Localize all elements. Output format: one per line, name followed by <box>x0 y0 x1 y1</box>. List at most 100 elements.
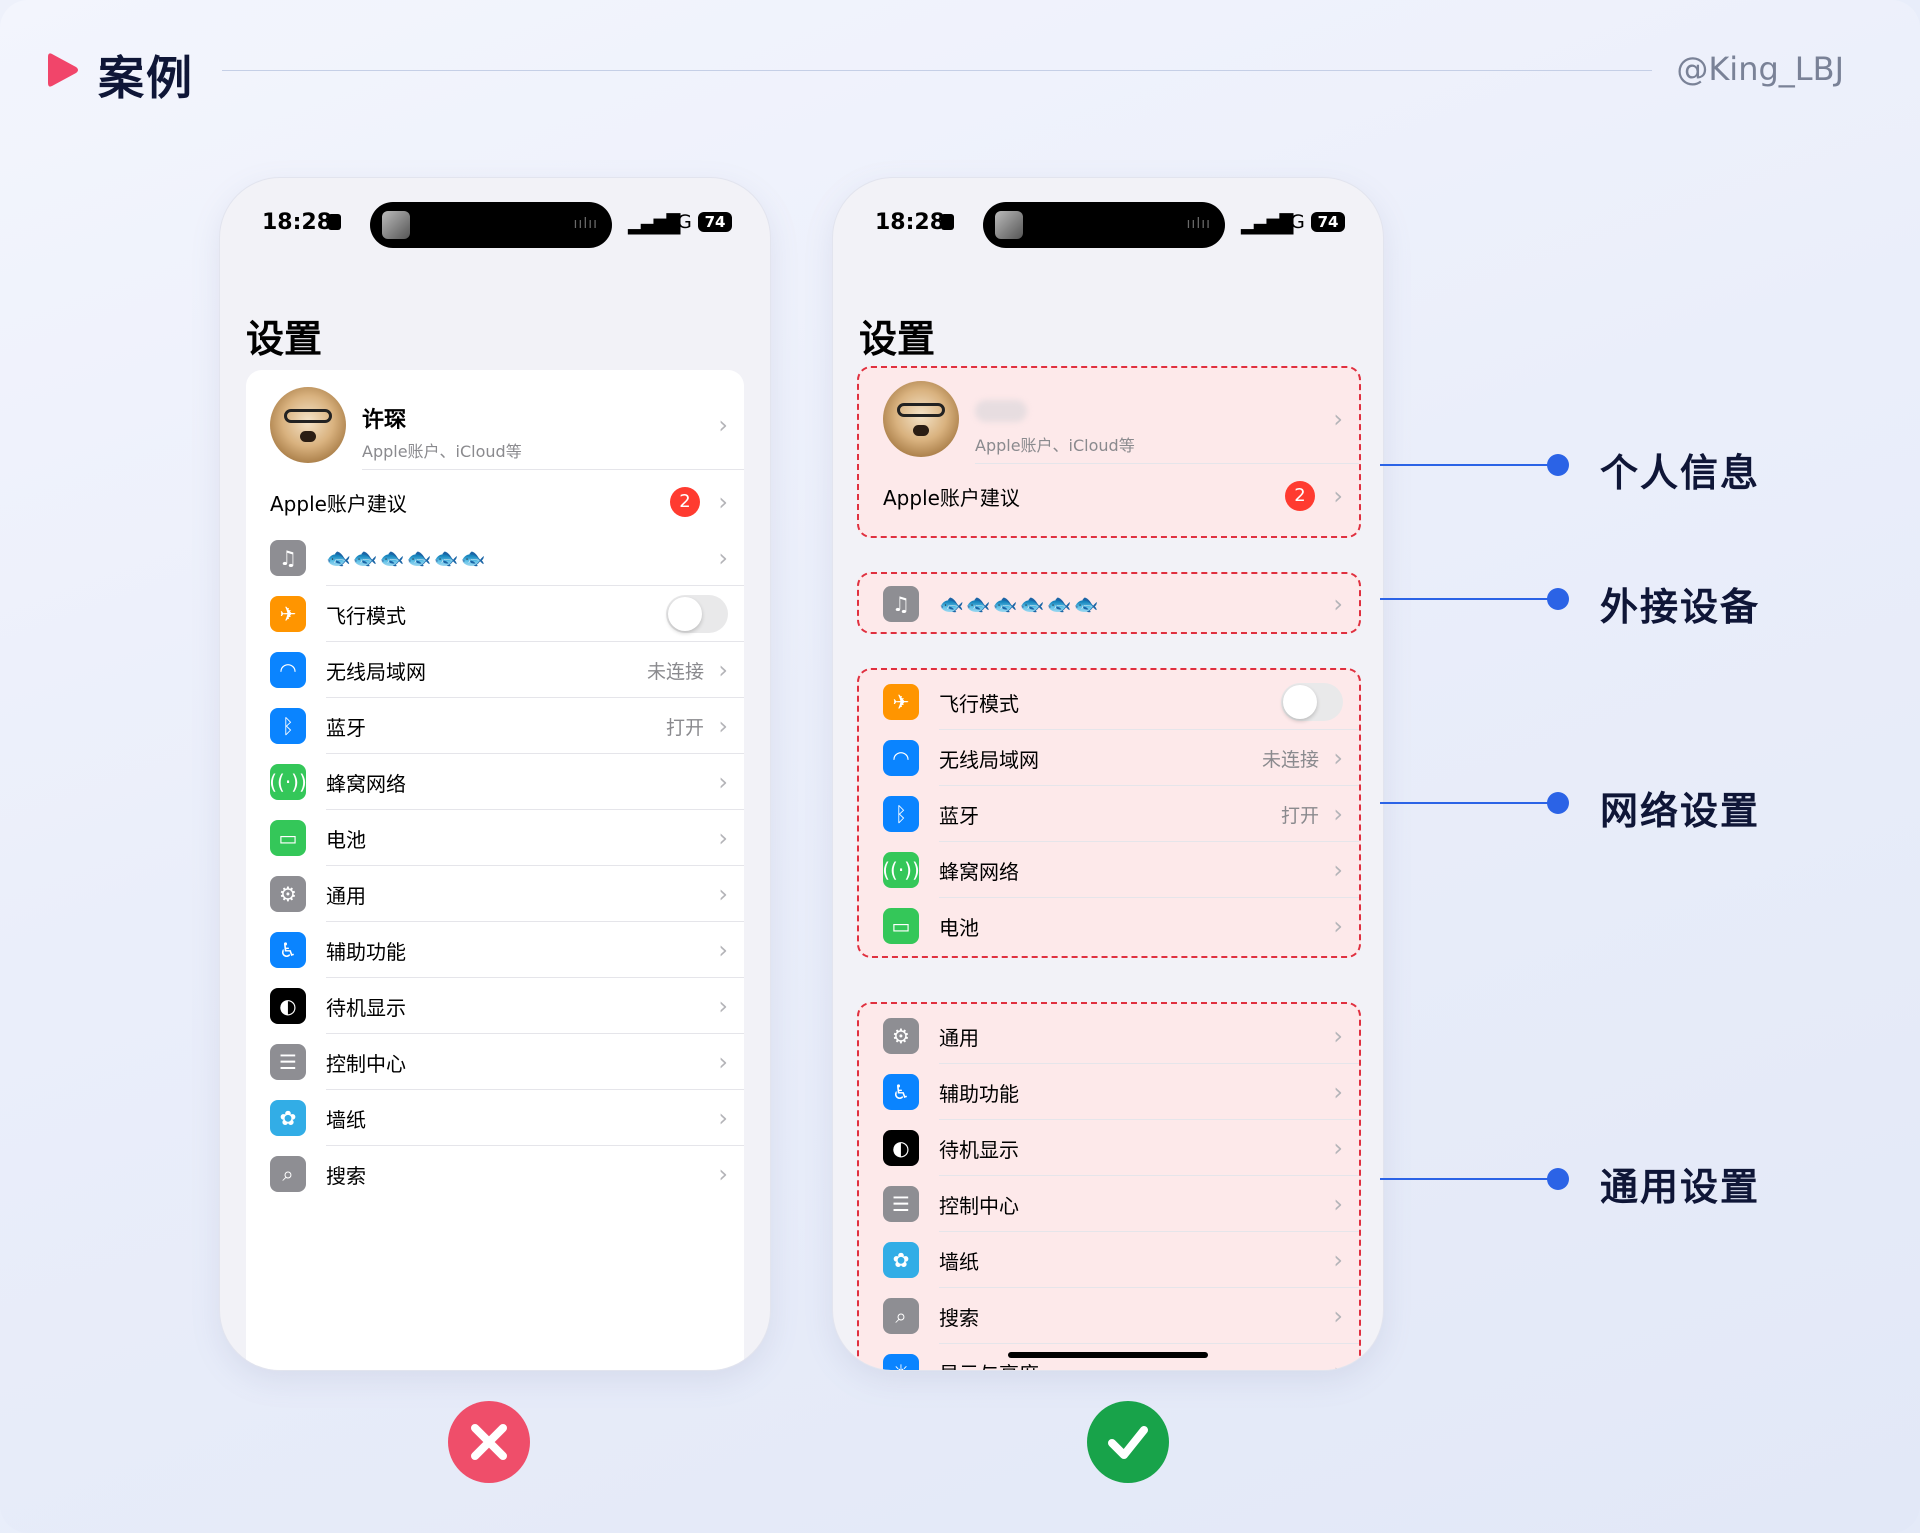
row-label: 搜索 <box>939 1305 979 1330</box>
settings-list: 许琛 Apple账户、iCloud等 › Apple账户建议 2 › ♫ 🐟🐟🐟… <box>246 370 744 1370</box>
row-value: 打开 <box>1280 804 1319 827</box>
annotation-dot <box>1547 588 1569 610</box>
settings-row[interactable]: ✈飞行模式 <box>246 586 744 642</box>
row-label: 蓝牙 <box>326 715 366 740</box>
profile-row[interactable]: Apple账户、iCloud等 › <box>859 374 1359 464</box>
row-label: 控制中心 <box>939 1193 1019 1218</box>
settings-row[interactable]: ⌕搜索› <box>859 1288 1359 1344</box>
airplane-mode-toggle[interactable] <box>1281 683 1343 721</box>
settings-row[interactable]: ✿墙纸› <box>859 1232 1359 1288</box>
settings-row[interactable]: ◠无线局域网未连接› <box>246 642 744 698</box>
apple-suggestions-row[interactable]: Apple账户建议 2 › <box>246 474 744 530</box>
row-label: 墙纸 <box>326 1107 366 1132</box>
row-label: 辅助功能 <box>326 939 406 964</box>
correct-check-icon <box>1087 1401 1169 1483</box>
row-label: 通用 <box>939 1025 979 1050</box>
airplane-mode-toggle[interactable] <box>666 595 728 633</box>
network-type: 5G <box>1278 211 1305 233</box>
blurred-profile-name <box>975 400 1027 422</box>
waveform-icon: ıılıı <box>573 216 598 232</box>
wallpaper-icon: ✿ <box>270 1100 306 1136</box>
battery-indicator: 74 <box>698 212 732 232</box>
annotation-network-settings: 网络设置 <box>1600 789 1761 833</box>
row-label: 电池 <box>326 827 366 852</box>
settings-row[interactable]: ✿墙纸› <box>246 1090 744 1146</box>
settings-row[interactable]: ◐待机显示› <box>246 978 744 1034</box>
wifi-icon: ◠ <box>883 740 919 776</box>
row-value: 打开 <box>665 716 704 739</box>
group-general-settings: ⚙通用›♿辅助功能›◐待机显示›☰控制中心›✿墙纸›⌕搜索›☼显示与亮度› <box>857 1002 1361 1370</box>
row-label: 待机显示 <box>939 1137 1019 1162</box>
device-name: 🐟🐟🐟🐟🐟🐟 <box>326 546 488 570</box>
airplane-icon: ✈ <box>883 684 919 720</box>
settings-row[interactable]: ♿辅助功能› <box>859 1064 1359 1120</box>
airpods-icon: ♫ <box>270 540 306 576</box>
profile-row[interactable]: 许琛 Apple账户、iCloud等 › <box>246 380 744 470</box>
standby-icon: ◐ <box>270 988 306 1024</box>
dynamic-island[interactable]: ıılıı <box>983 202 1225 248</box>
chevron-right-icon: › <box>1333 912 1343 940</box>
settings-row[interactable]: ▭电池› <box>859 898 1359 954</box>
row-label: 蜂窝网络 <box>326 771 406 796</box>
avatar <box>883 381 959 457</box>
wifi-icon: ◠ <box>270 652 306 688</box>
device-row[interactable]: ♫ 🐟🐟🐟🐟🐟🐟 › <box>859 576 1359 632</box>
annotation-dot <box>1547 454 1569 476</box>
notification-badge: 2 <box>670 487 700 517</box>
settings-row[interactable]: ⚙ 通用 › <box>859 1008 1359 1064</box>
airpods-icon: ♫ <box>883 586 919 622</box>
media-thumbnail <box>995 211 1023 239</box>
bluetooth-icon: ᛒ <box>883 796 919 832</box>
settings-row[interactable]: ((·))蜂窝网络› <box>246 754 744 810</box>
annotation-connector <box>1380 464 1560 466</box>
annotation-connector <box>1380 598 1560 600</box>
chevron-right-icon: › <box>1333 1022 1343 1050</box>
airplane-icon: ✈ <box>270 596 306 632</box>
row-label: 飞行模式 <box>939 691 1019 716</box>
group-personal-info: Apple账户、iCloud等 › Apple账户建议 2 › <box>857 366 1361 538</box>
settings-row[interactable]: ◐待机显示› <box>859 1120 1359 1176</box>
battery-indicator: 74 <box>1311 212 1345 232</box>
gear-icon: ⚙ <box>883 1018 919 1054</box>
annotation-dot <box>1547 792 1569 814</box>
network-type: 5G <box>665 211 692 233</box>
chevron-right-icon: › <box>1333 1358 1343 1370</box>
chevron-right-icon: › <box>1333 856 1343 884</box>
settings-row[interactable]: ☼显示与亮度› <box>859 1344 1359 1370</box>
settings-row[interactable]: ♿辅助功能› <box>246 922 744 978</box>
home-indicator <box>1008 1352 1208 1358</box>
settings-row[interactable]: ☰控制中心› <box>246 1034 744 1090</box>
chevron-right-icon: › <box>1333 1246 1343 1274</box>
settings-row[interactable]: ☰控制中心› <box>859 1176 1359 1232</box>
gear-icon: ⚙ <box>270 876 306 912</box>
chevron-right-icon: › <box>718 936 728 964</box>
header-title: 案例 <box>98 51 194 105</box>
settings-row[interactable]: ▭电池› <box>246 810 744 866</box>
cellular-icon: ((·)) <box>882 852 920 888</box>
chevron-right-icon: › <box>718 992 728 1020</box>
apple-suggestions-row[interactable]: Apple账户建议 2 › <box>859 468 1359 524</box>
status-bar: 18:28 ıılıı ▂▄▆█ 5G 74 <box>833 202 1383 248</box>
lock-icon <box>941 214 954 230</box>
status-time: 18:28 <box>875 210 946 235</box>
profile-subtitle: Apple账户、iCloud等 <box>362 442 522 461</box>
group-external-device: ♫ 🐟🐟🐟🐟🐟🐟 › <box>857 572 1361 634</box>
battery-icon: ▭ <box>270 820 306 856</box>
row-label: 墙纸 <box>939 1249 979 1274</box>
settings-row[interactable]: ✈ 飞行模式 <box>859 674 1359 730</box>
chevron-right-icon: › <box>1333 1078 1343 1106</box>
settings-row[interactable]: ◠无线局域网未连接› <box>859 730 1359 786</box>
device-name: 🐟🐟🐟🐟🐟🐟 <box>939 592 1101 616</box>
row-label: Apple账户建议 <box>270 491 407 516</box>
device-row[interactable]: ♫ 🐟🐟🐟🐟🐟🐟 › <box>246 530 744 586</box>
control-center-icon: ☰ <box>883 1186 919 1222</box>
settings-row[interactable]: ((·))蜂窝网络› <box>859 842 1359 898</box>
settings-row[interactable]: ⚙通用› <box>246 866 744 922</box>
notification-badge: 2 <box>1285 481 1315 511</box>
bluetooth-icon: ᛒ <box>270 708 306 744</box>
dynamic-island[interactable]: ıılıı <box>370 202 612 248</box>
settings-row[interactable]: ⌕搜索› <box>246 1146 744 1202</box>
media-thumbnail <box>382 211 410 239</box>
